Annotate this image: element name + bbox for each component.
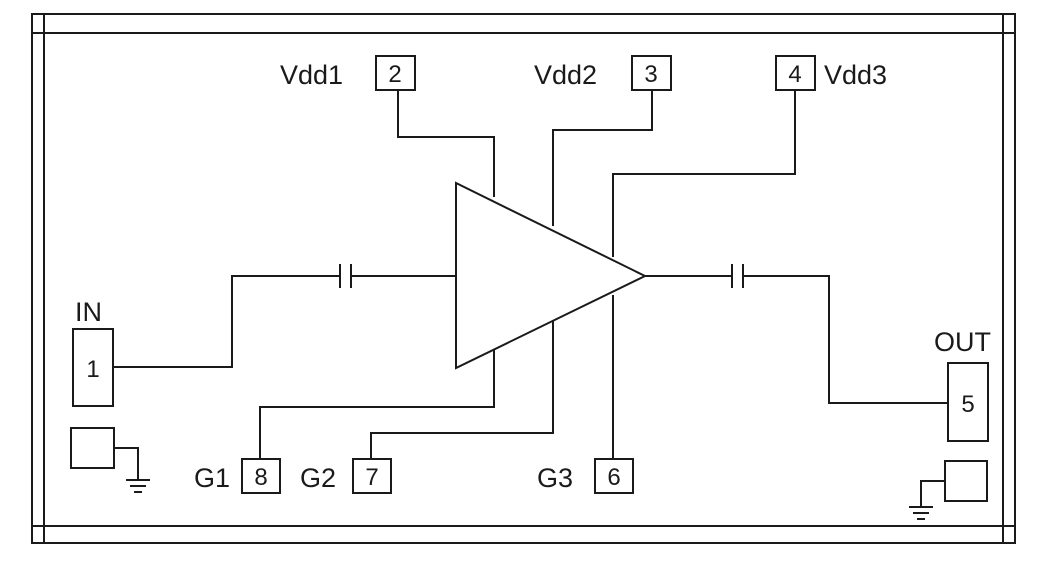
amplifier-triangle xyxy=(455,181,648,370)
vdd3-trace xyxy=(612,90,796,257)
pin-7-label: G2 xyxy=(300,463,336,493)
pin-5-number: 5 xyxy=(961,391,974,418)
pin-2: 2 Vdd1 xyxy=(280,55,416,91)
pin-7-number: 7 xyxy=(365,464,378,491)
pin-8-label: G1 xyxy=(194,463,230,493)
pin-6-number: 6 xyxy=(607,464,620,491)
pin-4-number: 4 xyxy=(788,61,801,88)
pin-3-label: Vdd2 xyxy=(534,60,597,90)
g2-trace xyxy=(370,321,554,459)
pin-7: 7 G2 xyxy=(300,458,392,494)
pin-5: 5 OUT xyxy=(934,327,991,442)
pin-6-label: G3 xyxy=(537,463,573,493)
pin-8: 8 G1 xyxy=(194,458,281,494)
pin-3-number: 3 xyxy=(644,61,657,88)
input-trace xyxy=(113,275,456,368)
pin-1: 1 IN xyxy=(72,297,114,407)
output-trace xyxy=(645,275,948,404)
pin-2-number: 2 xyxy=(388,61,401,88)
pin-3: 3 Vdd2 xyxy=(534,55,672,91)
pin-6: 6 G3 xyxy=(537,458,634,494)
input-capacitor xyxy=(339,264,352,288)
pin-4-label: Vdd3 xyxy=(824,60,887,90)
pin-8-number: 8 xyxy=(254,464,267,491)
vdd1-trace xyxy=(397,90,495,197)
vdd2-trace xyxy=(552,90,653,226)
pin-1-number: 1 xyxy=(86,356,99,383)
pin-5-label: OUT xyxy=(934,327,991,357)
output-capacitor xyxy=(731,264,744,288)
pin-1-label: IN xyxy=(75,297,102,327)
ground-pad-right xyxy=(909,460,988,520)
ground-pad-left xyxy=(70,427,150,493)
pin-2-label: Vdd1 xyxy=(280,60,343,90)
g1-trace xyxy=(259,349,495,459)
pin-4: 4 Vdd3 xyxy=(775,55,887,91)
package-outline xyxy=(31,13,1016,544)
